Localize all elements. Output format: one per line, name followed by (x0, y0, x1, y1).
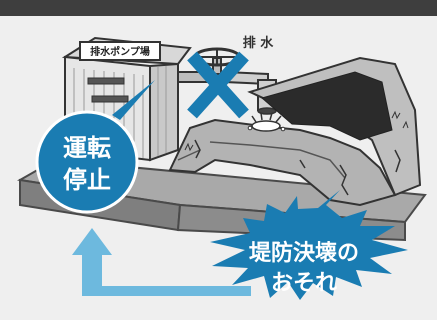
river-channel (168, 56, 422, 207)
levee-failure-burst: 堤防決壊の おそれ (210, 190, 408, 300)
drainage-label: 排 水 (243, 35, 275, 51)
stop-cross-icon (187, 51, 249, 119)
return-arrow-icon (72, 228, 251, 296)
levee-failure-line2: おそれ (271, 271, 337, 296)
operation-stop-badge: 運転 停止 (35, 80, 155, 214)
diagram-scene: 排水ポンプ場 排 水 (0, 16, 437, 320)
levee-failure-line1: 堤防決壊の (249, 241, 359, 266)
water-splash (247, 112, 286, 132)
operation-stop-line1: 運転 (63, 134, 111, 162)
pump-house-sign: 排水ポンプ場 (90, 45, 150, 58)
top-bar (0, 0, 437, 16)
operation-stop-line2: 停止 (63, 166, 111, 194)
